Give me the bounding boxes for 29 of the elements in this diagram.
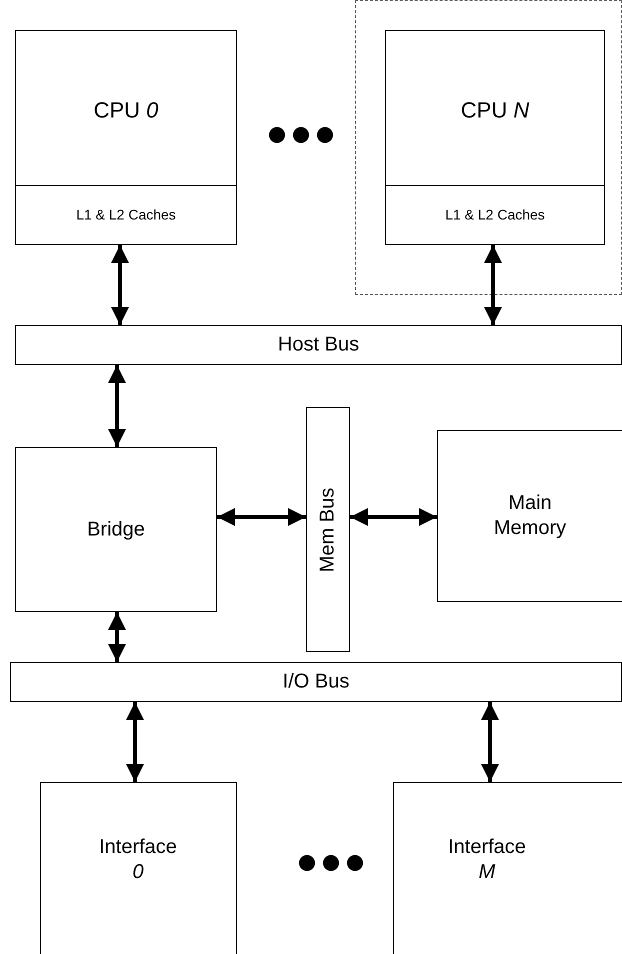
bus-label: Mem Bus [316,487,340,572]
cache-label: L1 & L2 Caches [76,206,176,224]
double-arrow [126,702,144,782]
interface-label: Interface 0 [98,835,178,885]
cpu-label: CPU 0 [94,96,158,124]
interface-label: Interface M [447,835,527,885]
dashed-box [355,0,622,295]
cache-label: L1 & L2 Caches [445,206,545,224]
memory-label: Main Memory [492,491,568,541]
bus-label: Host Bus [278,332,360,358]
bus-bar [306,407,350,652]
interface-box [393,782,622,954]
cpu-label: CPU N [460,96,530,124]
double-arrow [108,365,126,447]
double-arrow [217,508,306,526]
memory-box [437,430,622,602]
bus-bar [10,662,622,702]
bus-bar [15,325,622,365]
double-arrow [111,245,129,325]
cpu-box [15,30,237,245]
double-arrow [108,612,126,662]
cpu-box [385,30,605,245]
double-arrow [350,508,437,526]
double-arrow [484,245,502,325]
interface-box [40,782,237,954]
bridge-label: Bridge [87,517,145,542]
bridge-box [15,447,217,612]
bus-label: I/O Bus [282,670,350,694]
double-arrow [481,702,499,782]
